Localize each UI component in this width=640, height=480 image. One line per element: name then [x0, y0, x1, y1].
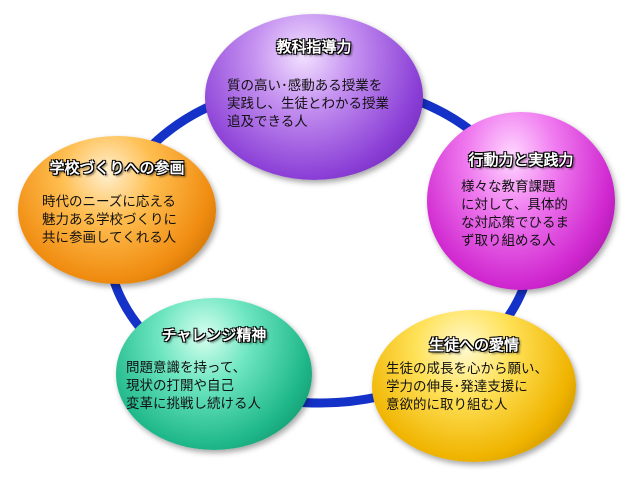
node-description: 問題意識を持って、 現状の打開や自己 変革に挑戦し続ける人 [126, 360, 261, 412]
node-love-for-students: 生徒への愛情 生徒の成長を心から願い、 学力の伸長･発達支援に 意欲的に取り組む… [372, 310, 576, 462]
node-description: 質の高い･感動ある授業を 実践し、生徒とわかる授業 追及できる人 [227, 78, 389, 130]
node-action-and-practice: 行動力と実践力 様々な教育課題 に対して、具体的 な対応策でひるま ず取り組める… [427, 112, 615, 290]
node-title: 教科指導力 [276, 38, 352, 56]
node-school-building-participation: 学校づくりへの参画 時代のニーズに応える 魅力ある学校づくりに 共に参画してくれ… [18, 136, 216, 284]
node-title: 行動力と実践力 [468, 151, 574, 169]
node-title: 学校づくりへの参画 [49, 159, 185, 177]
node-challenge-spirit: チャレンジ精神 問題意識を持って、 現状の打開や自己 変革に挑戦し続ける人 [116, 298, 312, 450]
node-description: 生徒の成長を心から願い、 学力の伸長･発達支援に 意欲的に取り組む人 [386, 361, 548, 413]
node-title: 生徒への愛情 [428, 336, 519, 354]
node-description: 様々な教育課題 に対して、具体的 な対応策でひるま ず取り組める人 [461, 179, 569, 249]
node-title: チャレンジ精神 [161, 326, 267, 344]
node-teaching-ability: 教科指導力 質の高い･感動ある授業を 実践し、生徒とわかる授業 追及できる人 [205, 14, 423, 180]
node-description: 時代のニーズに応える 魅力ある学校づくりに 共に参画してくれる人 [42, 194, 177, 246]
